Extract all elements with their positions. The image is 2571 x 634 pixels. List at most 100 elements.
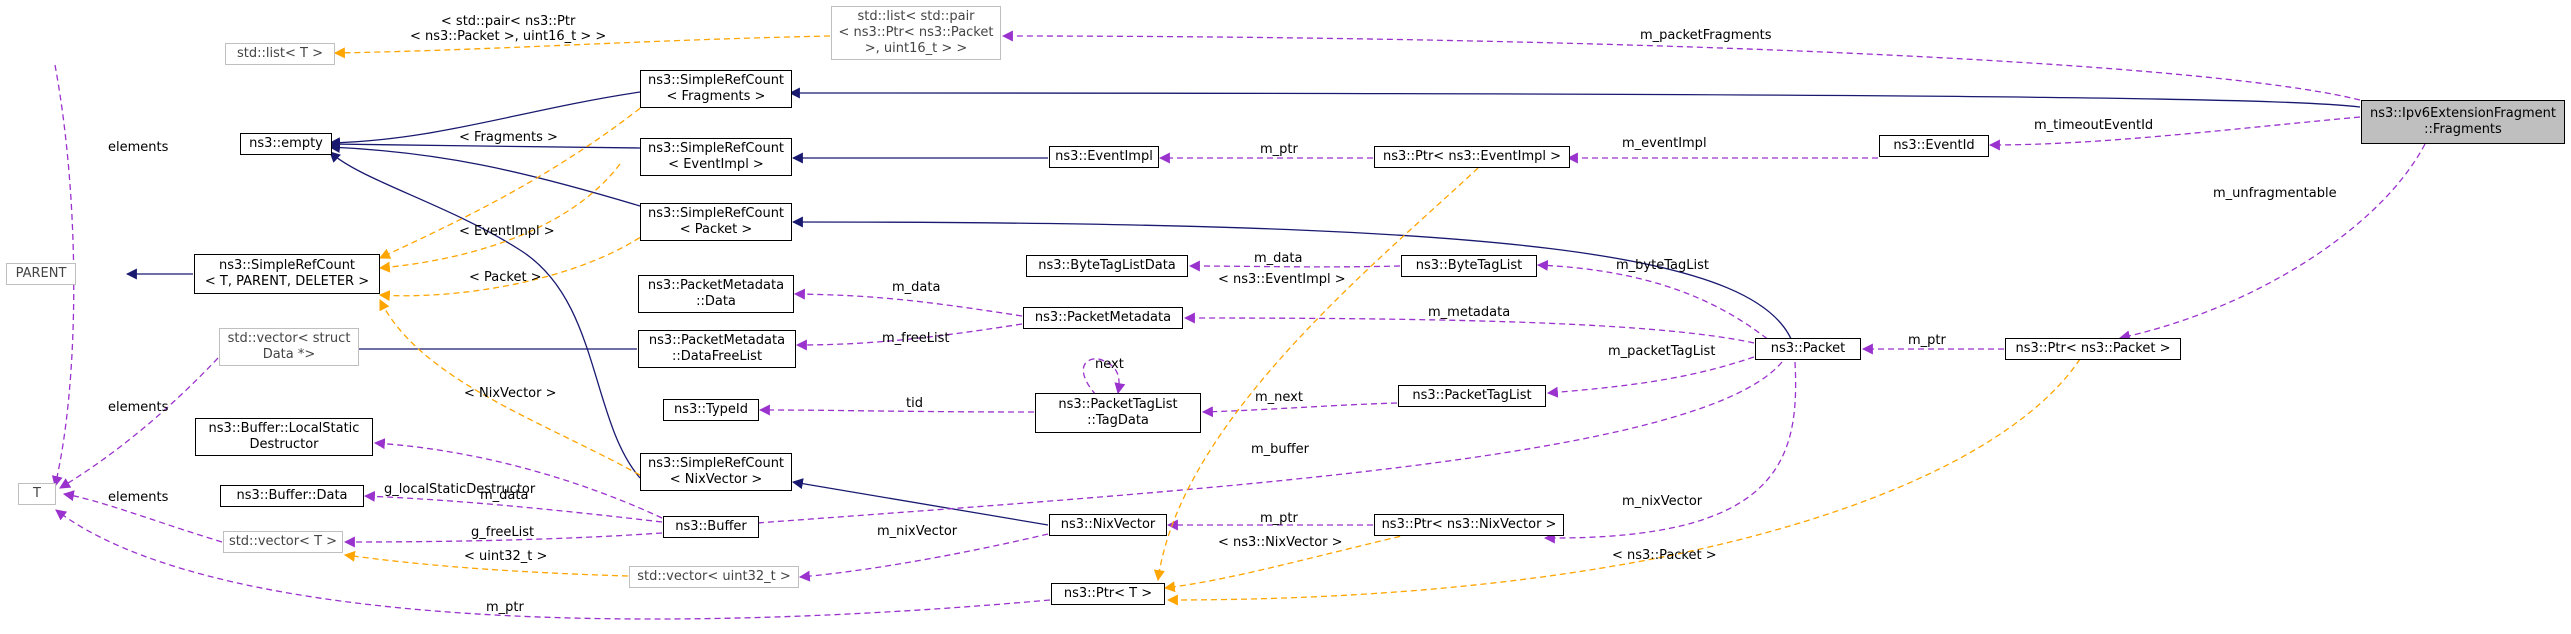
node-ptr-T[interactable]: ns3::Ptr< T > — [1051, 583, 1165, 605]
node-tagdata-line-1: ns3::PacketTagList — [1058, 397, 1178, 412]
node-fragments-line-1: ns3::Ipv6ExtensionFragment — [2369, 106, 2556, 121]
node-parent[interactable]: PARENT — [6, 263, 76, 285]
node-pair-packet-line-1: std::list< std::pair — [857, 9, 975, 24]
label-tmpl-pair: < std::pair< ns3::Ptr < ns3::Packet >, u… — [410, 14, 606, 44]
edge-tmpl-ptr-nix — [1163, 533, 1411, 593]
node-ptr-nixvector[interactable]: ns3::Ptr< ns3::NixVector > — [1374, 514, 1564, 536]
node-src-nixvector-line-1: ns3::SimpleRefCount — [647, 456, 785, 471]
node-T[interactable]: T — [18, 483, 56, 505]
edge-src-eventimpl-empty — [328, 138, 641, 150]
node-packetmetadata[interactable]: ns3::PacketMetadata — [1023, 307, 1183, 329]
node-ptr-packet[interactable]: ns3::Ptr< ns3::Packet > — [2005, 338, 2181, 360]
label-m-data-buffer: m_data — [480, 488, 529, 503]
node-tagdata[interactable]: ns3::PacketTagList ::TagData — [1035, 393, 1201, 433]
edge-src-nixvector-empty — [329, 151, 641, 479]
edge-tmpl-nixvector — [379, 299, 641, 476]
node-eventimpl[interactable]: ns3::EventImpl — [1049, 146, 1159, 168]
node-vector-data[interactable]: std::vector< struct Data *> — [219, 328, 359, 366]
node-src-generic[interactable]: ns3::SimpleRefCount < T, PARENT, DELETER… — [194, 254, 380, 294]
node-bytetaglistdata[interactable]: ns3::ByteTagListData — [1026, 255, 1188, 277]
label-m-buffer: m_buffer — [1251, 442, 1309, 457]
edge-nixvector-src — [791, 478, 1049, 526]
node-pm-data-line-1: ns3::PacketMetadata — [647, 278, 785, 293]
node-pm-datafreelist-line-2: ::DataFreeList — [671, 349, 763, 364]
node-packettaglist[interactable]: ns3::PacketTagList — [1398, 385, 1546, 407]
node-ptr-nixvector-label: ns3::Ptr< ns3::NixVector > — [1381, 517, 1557, 532]
label-tmpl-uint32: < uint32_t > — [464, 549, 548, 564]
label-m-packetTagList: m_packetTagList — [1608, 344, 1716, 359]
node-ptr-T-label: ns3::Ptr< T > — [1063, 586, 1153, 601]
label-m-nixVector-vec: m_nixVector — [877, 524, 958, 539]
edge-m-nixVector-vec — [798, 533, 1049, 582]
node-src-generic-line-2: < T, PARENT, DELETER > — [204, 274, 370, 289]
label-next: next — [1095, 357, 1124, 372]
node-bytetaglistdata-label: ns3::ByteTagListData — [1038, 258, 1176, 273]
node-pair-packet[interactable]: std::list< std::pair < ns3::Ptr< ns3::Pa… — [831, 6, 1001, 60]
node-src-nixvector-line-2: < NixVector > — [669, 472, 763, 487]
edge-tid — [758, 404, 1035, 416]
label-tmpl-ptr-nix: < ns3::NixVector > — [1218, 535, 1343, 550]
label-elements-vector-T: elements — [108, 490, 169, 505]
node-fragments[interactable]: ns3::Ipv6ExtensionFragment ::Fragments — [2361, 100, 2565, 144]
edge-elements-vector-T — [62, 490, 223, 543]
label-elements-list: elements — [108, 140, 169, 155]
node-buffer-lsd-line-1: ns3::Buffer::LocalStatic — [208, 421, 360, 436]
node-src-packet-line-2: < Packet > — [679, 222, 753, 237]
node-list-T-label: std::list< T > — [237, 46, 323, 61]
node-eventid[interactable]: ns3::EventId — [1879, 135, 1989, 157]
node-buffer-label: ns3::Buffer — [675, 519, 747, 534]
edge-m-ptr-T — [55, 509, 1051, 620]
node-src-packet[interactable]: ns3::SimpleRefCount < Packet > — [640, 203, 792, 241]
node-src-fragments-line-1: ns3::SimpleRefCount — [647, 73, 785, 88]
node-typeid-label: ns3::TypeId — [674, 402, 748, 417]
node-ptr-eventimpl[interactable]: ns3::Ptr< ns3::EventImpl > — [1374, 146, 1570, 168]
node-tagdata-line-2: ::TagData — [1087, 413, 1149, 428]
node-bytetaglist[interactable]: ns3::ByteTagList — [1401, 255, 1537, 277]
node-src-generic-line-1: ns3::SimpleRefCount — [218, 258, 356, 273]
edge-src-fragments-empty — [328, 91, 641, 149]
node-empty[interactable]: ns3::empty — [240, 133, 332, 155]
edge-m-packetFragments — [1001, 30, 2361, 101]
node-packet[interactable]: ns3::Packet — [1755, 338, 1861, 360]
edge-fragments-inherits-src — [788, 87, 2361, 108]
edge-g-freeList — [343, 532, 663, 548]
edge-m-packetTagList — [1546, 356, 1755, 398]
node-nixvector[interactable]: ns3::NixVector — [1049, 514, 1167, 536]
node-buffer-data[interactable]: ns3::Buffer::Data — [220, 485, 364, 507]
label-m-eventImpl: m_eventImpl — [1622, 136, 1707, 151]
edge-tmpl-fragments — [379, 101, 649, 259]
node-src-nixvector[interactable]: ns3::SimpleRefCount < NixVector > — [640, 453, 792, 491]
edge-src-packet-empty — [328, 141, 641, 207]
node-pm-data[interactable]: ns3::PacketMetadata ::Data — [638, 275, 794, 313]
node-eventid-label: ns3::EventId — [1893, 138, 1975, 153]
label-m-data-btl: m_data — [1254, 251, 1303, 266]
label-elements-vector-data: elements — [108, 400, 169, 415]
node-vector-uint32[interactable]: std::vector< uint32_t > — [629, 566, 799, 588]
label-m-metadata: m_metadata — [1428, 305, 1511, 320]
node-pair-packet-line-2: < ns3::Ptr< ns3::Packet — [838, 25, 994, 40]
node-buffer[interactable]: ns3::Buffer — [663, 516, 759, 538]
node-src-packet-line-1: ns3::SimpleRefCount — [647, 206, 785, 221]
node-pm-datafreelist[interactable]: ns3::PacketMetadata ::DataFreeList — [638, 330, 796, 368]
label-tmpl-nixvector: < NixVector > — [464, 386, 557, 401]
edge-m-data-buffer — [363, 490, 663, 523]
node-typeid[interactable]: ns3::TypeId — [663, 399, 759, 421]
edge-m-next — [1201, 402, 1398, 418]
node-fragments-line-2: ::Fragments — [2424, 122, 2502, 137]
edge-m-buffer — [728, 361, 1783, 530]
node-empty-label: ns3::empty — [249, 136, 323, 151]
node-src-eventimpl[interactable]: ns3::SimpleRefCount < EventImpl > — [640, 138, 792, 176]
node-pm-data-line-2: ::Data — [696, 294, 736, 309]
node-src-fragments[interactable]: ns3::SimpleRefCount < Fragments > — [640, 70, 792, 108]
label-m-data-pm: m_data — [892, 280, 941, 295]
edge-tmpl-ptr-eventimpl — [1153, 167, 1479, 582]
label-g-freeList: g_freeList — [471, 525, 535, 540]
node-list-T[interactable]: std::list< T > — [225, 43, 335, 65]
node-vector-uint32-label: std::vector< uint32_t > — [637, 569, 791, 584]
node-buffer-lsd[interactable]: ns3::Buffer::LocalStatic Destructor — [195, 418, 373, 456]
node-eventimpl-label: ns3::EventImpl — [1055, 149, 1153, 164]
node-vector-T-label: std::vector< T > — [228, 534, 338, 549]
edge-packet-src — [791, 216, 1796, 351]
node-vector-T[interactable]: std::vector< T > — [223, 531, 343, 553]
